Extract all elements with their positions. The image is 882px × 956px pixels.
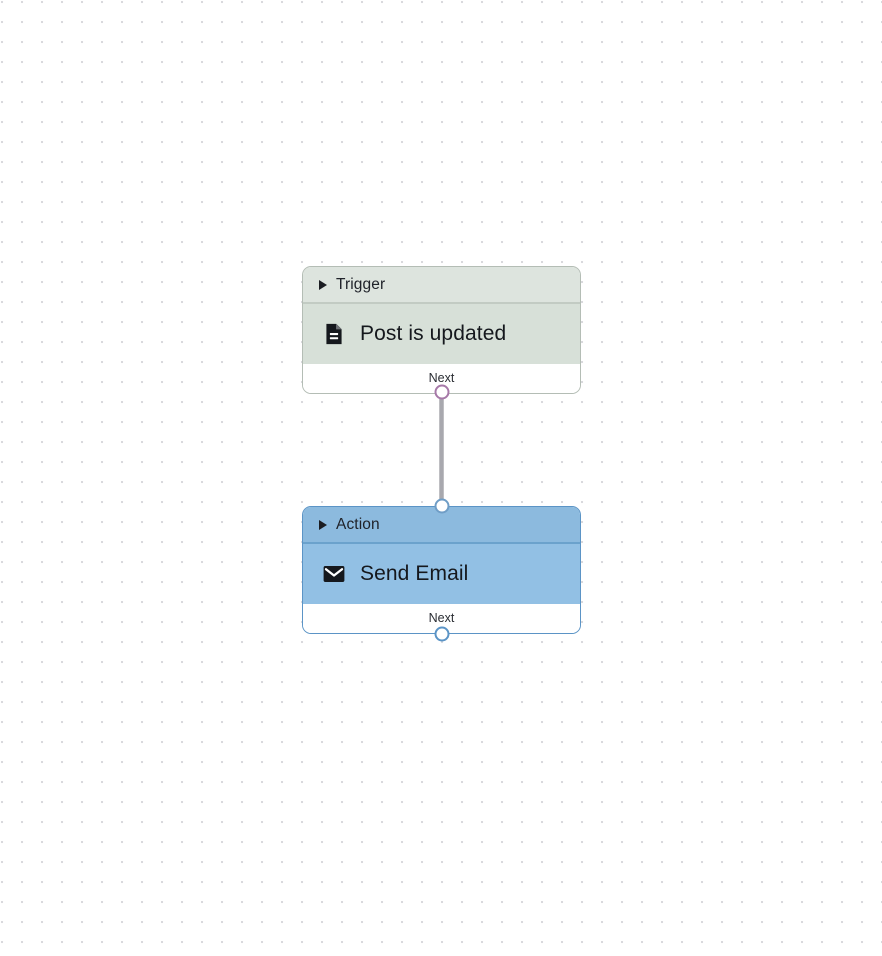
- action-node-frame: Action Send Email Next: [302, 506, 581, 634]
- envelope-icon: [323, 565, 345, 582]
- trigger-node-frame: Trigger Post is updated Next: [302, 266, 581, 394]
- action-input-port[interactable]: [434, 498, 449, 514]
- trigger-node-footer-label: Next: [428, 371, 455, 385]
- trigger-node-divider: [303, 302, 580, 304]
- triangle-right-icon[interactable]: [319, 519, 327, 530]
- action-node-body[interactable]: Send Email: [303, 543, 580, 604]
- action-node-item-label: Send Email: [360, 561, 469, 585]
- action-node-divider: [303, 542, 580, 544]
- document-icon: [326, 323, 342, 344]
- workflow-node-trigger[interactable]: Trigger Post is updated Next: [302, 266, 581, 400]
- trigger-node-item-label: Post is updated: [360, 321, 507, 345]
- action-output-port[interactable]: [434, 626, 449, 642]
- trigger-node-body[interactable]: Post is updated: [303, 303, 580, 364]
- trigger-output-port[interactable]: [434, 384, 449, 400]
- triangle-right-icon[interactable]: [319, 279, 327, 290]
- action-node-kind-label: Action: [336, 515, 380, 533]
- action-node-header[interactable]: Action: [303, 507, 580, 542]
- trigger-node-kind-label: Trigger: [336, 275, 386, 293]
- action-node-footer-label: Next: [428, 611, 455, 625]
- workflow-node-action[interactable]: Action Send Email Next: [302, 498, 581, 642]
- trigger-node-header[interactable]: Trigger: [303, 267, 580, 302]
